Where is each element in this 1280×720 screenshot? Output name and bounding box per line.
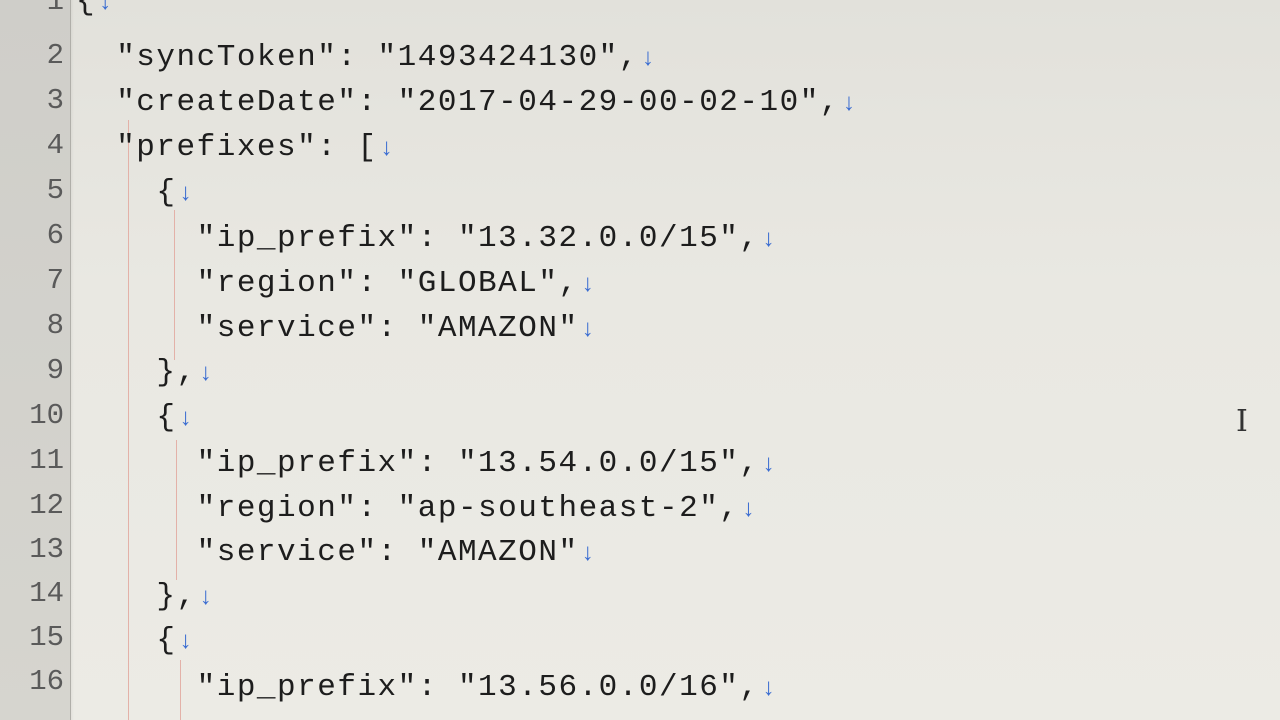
line-number: 11 [29, 444, 64, 477]
eol-marker: ↓ [178, 629, 193, 656]
code-line[interactable]: },↓ [76, 353, 213, 395]
code-line[interactable]: {↓ [76, 0, 113, 24]
eol-marker: ↓ [98, 0, 113, 17]
code-text: }, [76, 355, 197, 390]
code-line[interactable]: {↓ [76, 398, 193, 440]
line-number: 4 [46, 129, 64, 162]
eol-marker: ↓ [761, 227, 776, 254]
eol-marker: ↓ [761, 676, 776, 703]
code-text: }, [76, 579, 197, 614]
code-text: { [76, 400, 177, 435]
code-text: { [76, 623, 177, 658]
text-cursor-icon: I [1236, 404, 1248, 439]
code-text: "ip_prefix": "13.54.0.0/15", [76, 446, 760, 481]
indent-guide [176, 440, 177, 580]
code-text: "service": "AMAZON" [76, 535, 579, 570]
line-number: 15 [29, 621, 64, 654]
eol-marker: ↓ [178, 181, 193, 208]
eol-marker: ↓ [580, 317, 595, 344]
code-line[interactable]: "ip_prefix": "13.56.0.0/16",↓ [76, 668, 776, 710]
code-line[interactable]: "syncToken": "1493424130",↓ [76, 38, 655, 80]
line-number: 7 [46, 264, 64, 297]
line-number: 10 [29, 399, 64, 432]
code-text: "createDate": "2017-04-29-00-02-10", [76, 85, 840, 120]
code-text: { [76, 175, 177, 210]
eol-marker: ↓ [741, 497, 756, 524]
line-number: 12 [29, 489, 64, 522]
eol-marker: ↓ [198, 585, 214, 612]
eol-marker: ↓ [379, 136, 394, 163]
eol-marker: ↓ [198, 361, 214, 388]
code-text: "region": "ap-southeast-2", [76, 491, 740, 526]
code-line[interactable]: {↓ [76, 173, 193, 215]
line-number: 6 [46, 219, 64, 252]
code-text: "region": "GLOBAL", [76, 266, 579, 301]
code-text: "ip_prefix": "13.56.0.0/16", [76, 670, 760, 705]
gutter-shadow [70, 0, 74, 720]
line-number: 3 [46, 84, 64, 117]
line-number: 2 [46, 39, 64, 72]
code-text: { [76, 0, 97, 19]
code-line[interactable]: },↓ [76, 577, 213, 619]
code-line[interactable]: "ip_prefix": "13.32.0.0/15",↓ [76, 219, 776, 261]
line-number: 9 [46, 354, 64, 387]
code-text: "service": "AMAZON" [76, 311, 579, 346]
code-text: "syncToken": "1493424130", [76, 40, 639, 75]
code-line[interactable]: "createDate": "2017-04-29-00-02-10",↓ [76, 83, 856, 125]
line-number: 1 [46, 0, 64, 18]
code-line[interactable]: "service": "AMAZON"↓ [76, 533, 595, 575]
code-line[interactable]: "region": "GLOBAL",↓ [76, 264, 595, 306]
eol-marker: ↓ [640, 46, 656, 73]
indent-guide [180, 660, 181, 720]
eol-marker: ↓ [841, 91, 857, 118]
code-text: "prefixes": [ [76, 130, 378, 165]
line-number: 8 [46, 309, 64, 342]
eol-marker: ↓ [178, 406, 193, 433]
line-number: 14 [29, 577, 64, 610]
line-number: 13 [29, 533, 64, 566]
code-line[interactable]: "service": "AMAZON"↓ [76, 309, 595, 351]
eol-marker: ↓ [580, 541, 595, 568]
line-number: 5 [46, 174, 64, 207]
eol-marker: ↓ [580, 272, 595, 299]
code-line[interactable]: "region": "ap-southeast-2",↓ [76, 489, 756, 531]
indent-guide [174, 210, 175, 360]
indent-guide [128, 120, 129, 720]
code-line[interactable]: "prefixes": [↓ [76, 128, 394, 170]
code-line[interactable]: {↓ [76, 621, 193, 663]
eol-marker: ↓ [761, 452, 776, 479]
code-text: "ip_prefix": "13.32.0.0/15", [76, 221, 760, 256]
line-number: 16 [29, 665, 64, 698]
line-number-gutter: 1 2 3 4 5 6 7 8 9 10 11 12 13 14 15 16 [0, 0, 71, 720]
code-line[interactable]: "ip_prefix": "13.54.0.0/15",↓ [76, 444, 776, 486]
